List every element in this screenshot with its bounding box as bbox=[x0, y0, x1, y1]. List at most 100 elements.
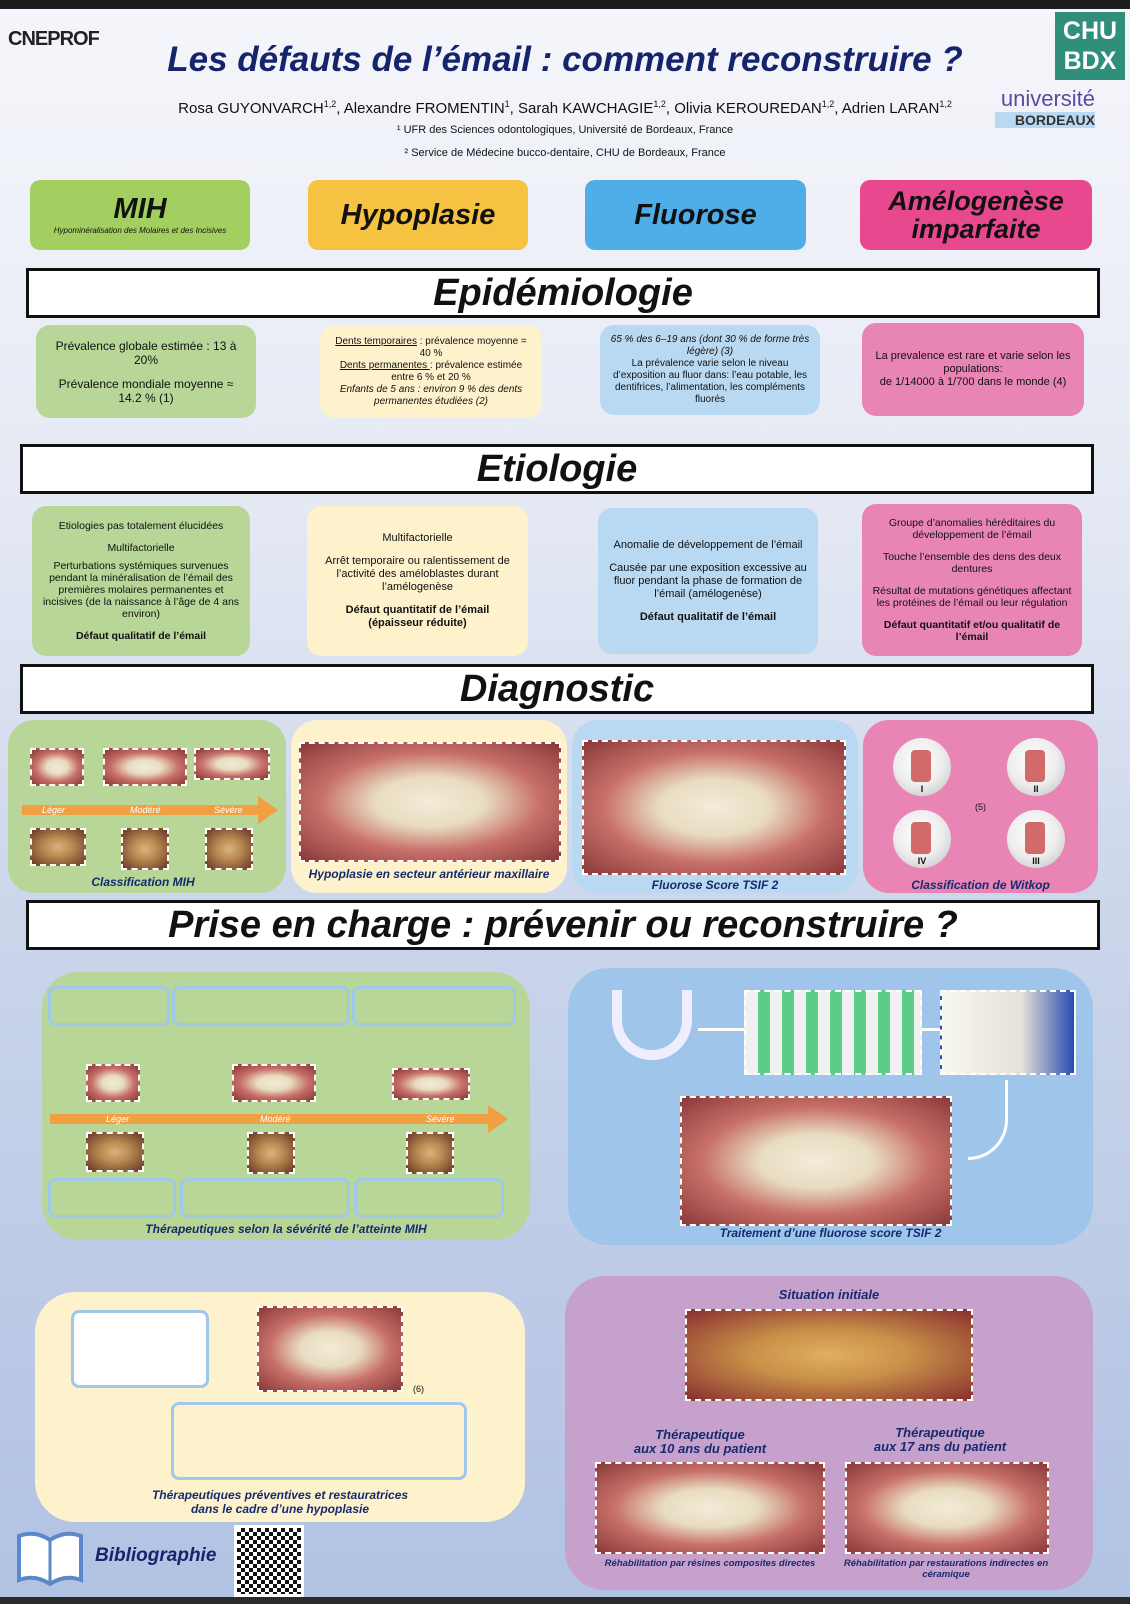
therapy-group bbox=[352, 986, 516, 1026]
etching-photo bbox=[744, 990, 922, 1075]
epi-text: entre 6 % et 20 % bbox=[391, 371, 471, 383]
category-label: Amélogenèse imparfaite bbox=[888, 186, 1064, 244]
therapy-group bbox=[180, 1178, 350, 1218]
hypoplasie-therapy-panel: (6) Thérapeutiques préventives et restau… bbox=[35, 1292, 525, 1522]
etio-text: Multifactorielle bbox=[382, 532, 453, 544]
epi-text: Prévalence globale estimée : 13 à 20% bbox=[55, 338, 237, 367]
witkop-type-icon: III bbox=[1007, 810, 1065, 868]
caption: Thérapeutiques préventives et restauratr… bbox=[35, 1488, 525, 1516]
tooth-photo bbox=[30, 748, 84, 786]
result-photo bbox=[680, 1096, 952, 1226]
infiltration-photo bbox=[940, 990, 1076, 1075]
author: Rosa GUYONVARCH bbox=[178, 100, 324, 117]
reference: (5) bbox=[975, 802, 986, 812]
caption: Traitement d’une fluorose score TSIF 2 bbox=[719, 1226, 942, 1240]
etio-box-amelogenese: Groupe d’anomalies héréditaires du dével… bbox=[862, 504, 1082, 656]
caption-line: Thérapeutique bbox=[655, 1427, 745, 1442]
diag-panel-witkop: I II IV III (5) Classification de Witkop bbox=[863, 720, 1098, 893]
affiliation-2: ² Service de Médecine bucco-dentaire, CH… bbox=[404, 147, 726, 159]
author-affil: 1,2 bbox=[821, 99, 835, 109]
category-fluorose: Fluorose bbox=[585, 180, 806, 250]
section-header-prise-en-charge: Prise en charge : prévenir ou reconstrui… bbox=[26, 900, 1100, 950]
tooth-photo bbox=[392, 1068, 470, 1100]
tooth-photo bbox=[86, 1064, 140, 1102]
bibliography-qr-code[interactable] bbox=[234, 1525, 304, 1597]
cneprof-logo: CNEPROF bbox=[8, 28, 100, 50]
caption-line: Thérapeutiques préventives et restauratr… bbox=[151, 1488, 409, 1502]
etio-text: Etiologies pas totalement élucidées bbox=[58, 520, 224, 532]
section-header-diagnostic: Diagnostic bbox=[20, 664, 1094, 714]
authors: Rosa GUYONVARCH1,2, Alexandre FROMENTIN1… bbox=[178, 99, 952, 117]
etio-text: Défaut qualitatif de l’émail bbox=[639, 610, 777, 623]
bibliographie-label[interactable]: Bibliographie bbox=[95, 1545, 217, 1566]
severity-label: Modéré bbox=[260, 1114, 291, 1124]
author-affil: 1 bbox=[504, 99, 510, 109]
author: Sarah KAWCHAGIE bbox=[518, 100, 654, 117]
therapy-group bbox=[48, 986, 170, 1026]
witkop-label: IV bbox=[917, 856, 927, 866]
molar-photo bbox=[247, 1132, 295, 1174]
aligner-tray-icon bbox=[612, 990, 692, 1060]
etio-text: Groupe d’anomalies héréditaires du dével… bbox=[888, 517, 1056, 541]
diag-panel-fluorose: Fluorose Score TSIF 2 bbox=[572, 720, 858, 893]
bdx-text: BDX bbox=[1063, 47, 1117, 75]
caption: Fluorose Score TSIF 2 bbox=[651, 878, 779, 892]
severity-label: Modéré bbox=[130, 805, 161, 815]
etio-text: Touche l’ensemble des dens des deux dent… bbox=[882, 551, 1062, 575]
severity-label: Léger bbox=[42, 805, 66, 815]
author: Alexandre FROMENTIN bbox=[343, 100, 505, 117]
epi-box-fluorose: 65 % des 6–19 ans (dont 30 % de forme tr… bbox=[600, 325, 820, 415]
etio-text: Anomalie de développement de l’émail bbox=[613, 538, 803, 551]
etio-text: Défaut qualitatif de l’émail bbox=[75, 630, 207, 642]
witkop-label: II bbox=[1033, 784, 1039, 794]
product-image bbox=[71, 1310, 209, 1388]
caption: Hypoplasie en secteur antérieur maxillai… bbox=[308, 867, 550, 881]
section-header-epidemiologie: Epidémiologie bbox=[26, 268, 1100, 318]
etio-text: Résultat de mutations génétiques affecta… bbox=[872, 585, 1072, 609]
caption: Réhabilitation par résines composites di… bbox=[604, 1558, 816, 1569]
category-sub: Hypominéralisation des Molaires et des I… bbox=[53, 226, 227, 235]
tooth-photo bbox=[232, 1064, 316, 1102]
caption: Réhabilitation par restaurations indirec… bbox=[843, 1558, 1049, 1580]
result-17-photo bbox=[845, 1462, 1049, 1554]
palate-photo bbox=[257, 1306, 403, 1392]
epi-box-amelogenese: La prevalence est rare et varie selon le… bbox=[862, 323, 1084, 416]
witkop-label: III bbox=[1032, 856, 1040, 866]
curved-arrow-icon bbox=[968, 1080, 1008, 1160]
category-label: Hypoplasie bbox=[340, 199, 496, 231]
molar-photo bbox=[406, 1132, 454, 1174]
diag-panel-mih: Léger Modéré Sévère Classification MIH bbox=[8, 720, 286, 893]
author-affil: 1,2 bbox=[323, 99, 337, 109]
witkop-label: I bbox=[920, 784, 924, 794]
affiliation-1: ¹ UFR des Sciences odontologiques, Unive… bbox=[396, 124, 734, 136]
epi-text: Enfants de 5 ans : environ 9 % des dents… bbox=[339, 383, 523, 407]
bottom-bar bbox=[0, 1597, 1130, 1604]
epi-box-hypoplasie: Dents temporaires : prévalence moyenne =… bbox=[320, 325, 542, 418]
caption: Classification de Witkop bbox=[911, 878, 1050, 892]
materials-image bbox=[171, 1402, 467, 1480]
severity-arrow bbox=[22, 796, 278, 824]
severity-label: Léger bbox=[106, 1114, 130, 1124]
caption-line: aux 17 ans du patient bbox=[873, 1439, 1007, 1454]
tooth-photo bbox=[194, 748, 270, 780]
tooth-photo bbox=[103, 748, 187, 786]
caption: Thérapeutiques selon la sévérité de l’at… bbox=[145, 1222, 427, 1236]
severity-label: Sévère bbox=[214, 805, 243, 815]
etio-text: Défaut quantitatif et/ou qualitatif de l… bbox=[883, 619, 1061, 643]
poster-title: Les défauts de l’émail : comment reconst… bbox=[167, 40, 963, 79]
molar-photo bbox=[205, 828, 253, 870]
witkop-type-icon: IV bbox=[893, 810, 951, 868]
epi-text: : prévalence estimée bbox=[429, 359, 523, 371]
etio-text: Causée par une exposition excessive au f… bbox=[609, 561, 807, 600]
category-label: MIH bbox=[113, 193, 167, 225]
book-icon bbox=[15, 1530, 85, 1587]
category-label: Fluorose bbox=[634, 199, 757, 231]
epi-text: : prévalence moyenne = 40 % bbox=[416, 335, 527, 359]
